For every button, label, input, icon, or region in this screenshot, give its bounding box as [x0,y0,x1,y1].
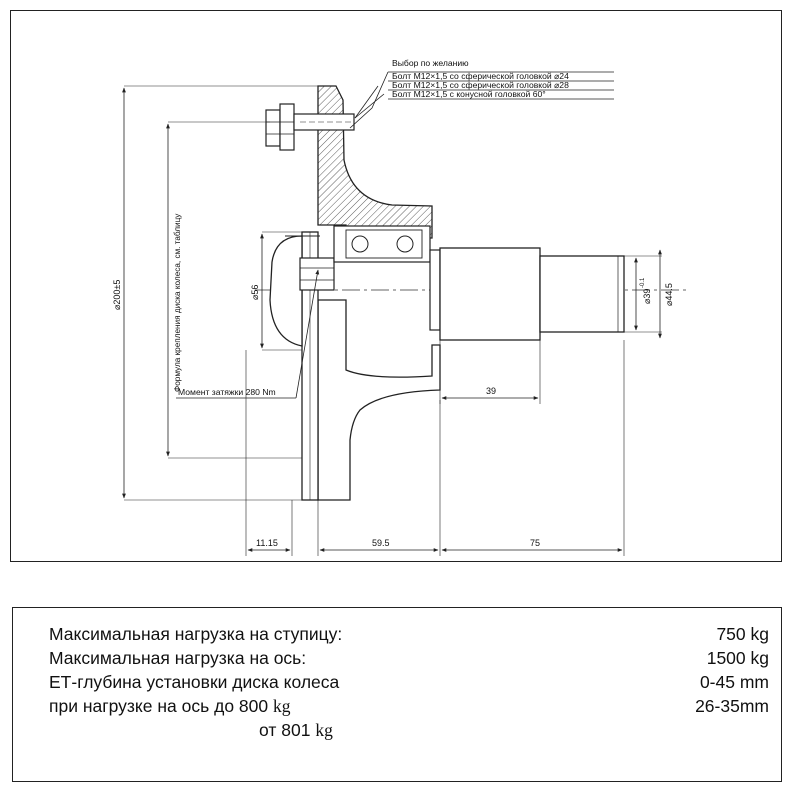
dim-label-l39: 39 [486,386,496,396]
dim-label-d39: ⌀39 [642,289,652,304]
options-header: Выбор по желанию [392,58,469,68]
axle-shaft-small [539,255,625,333]
bearing-housing [333,225,431,263]
spec-value-axle-load: 1500 kg [706,648,769,668]
bolt-pattern-note: Формула крепления диска колеса, см. табл… [173,213,182,392]
spec-row-et-cond-2: от 801 kg [13,720,781,744]
spec-label-et-cond-1: при нагрузке на ось до 800 kg [49,696,291,716]
spec-value-et-2: 26-35mm [695,696,769,716]
drawing-frame [10,10,782,562]
spec-row-et: ЕТ-глубина установки диска колеса 0-45 m… [13,672,781,696]
dim-label-d200: ⌀200±5 [112,280,122,310]
spec-value-hub-load: 750 kg [716,624,769,644]
torque-note: Момент затяжки 280 Nm [178,387,276,397]
spec-label-et-cond-2: от 801 kg [259,720,333,740]
options-leader [349,71,389,129]
dim-label-l11-15: 11.15 [256,538,278,548]
dim-label-l75: 75 [530,538,540,548]
axle-shaft-large [439,247,541,341]
spec-row-hub-load: Максимальная нагрузка на ступицу: 750 kg [13,624,781,648]
dim-label-d39-tol: -0.1 [640,277,646,288]
dim-label-d56: ⌀56 [250,285,260,300]
technical-drawing: Выбор по желанию Болт М12×1,5 со сфериче… [112,58,690,556]
dust-cap [269,235,303,347]
dim-label-d44-5: ⌀44.5 [664,283,674,306]
bearing-ball [396,235,414,253]
spec-value-et-1: 0-45 mm [699,672,769,692]
hub-flange-section [317,85,433,239]
option-item-3: Болт М12×1,5 с конусной головкой 60° [392,89,546,99]
hub-body [317,299,441,501]
axle-journal [429,249,441,331]
dim-label-l59-5: 59.5 [372,538,390,548]
spec-row-axle-load: Максимальная нагрузка на ось: 1500 kg [13,648,781,672]
spec-table: Максимальная нагрузка на ступицу: 750 kg… [12,607,782,782]
option-item-1: Болт М12×1,5 со сферической головкой ⌀24 [392,71,569,81]
torque-leader [295,269,320,399]
spec-label-et: ЕТ-глубина установки диска колеса [49,672,340,692]
option-item-2: Болт М12×1,5 со сферической головкой ⌀28 [392,80,569,90]
spec-label-axle-load: Максимальная нагрузка на ось: [49,648,307,668]
wheel-bolt [265,103,355,151]
spec-row-et-cond-1: при нагрузке на ось до 800 kg 26-35mm [13,696,781,720]
spec-label-hub-load: Максимальная нагрузка на ступицу: [49,624,343,644]
bearing-ball [351,235,369,253]
